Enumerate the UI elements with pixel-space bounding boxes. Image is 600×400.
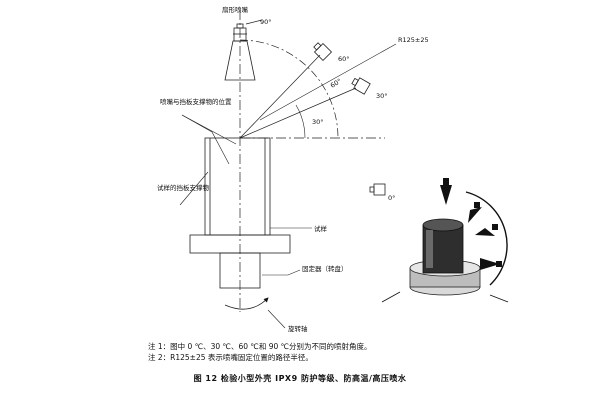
angle-60-inner-label: 60° <box>329 77 343 90</box>
rotation-arrow <box>224 297 269 310</box>
leader-lines <box>179 114 312 329</box>
specimen-support-label: 试样的挡板支撑物 <box>157 183 210 192</box>
spray-lines <box>239 54 357 139</box>
rotation-axis-label: 旋转轴 <box>288 324 308 333</box>
fan-nozzle-label: 扇形喷嘴 <box>222 5 249 14</box>
nozzle-90 <box>224 19 263 81</box>
radius-label: R125±25 <box>398 36 429 44</box>
nozzle-0 <box>369 183 386 196</box>
note-2: 注 2：R125±25 表示喷嘴固定位置的路径半径。 <box>148 353 313 362</box>
angle-90-label: 90° <box>260 18 272 26</box>
illustration-nozzles <box>440 178 502 270</box>
specimen <box>204 137 271 236</box>
nozzle-path-arc <box>239 39 339 139</box>
nozzle-30 <box>351 77 371 95</box>
figure-caption: 图 12 检验小型外壳 IPX9 防护等级、防高温/高压喷水 <box>193 374 407 383</box>
angle-0-label: 0° <box>388 194 395 202</box>
angle-30-inner-label: 30° <box>312 118 324 126</box>
nozzle-support-label: 喷嘴与挡板支撑物的位置 <box>160 97 232 106</box>
angle-60-label: 60° <box>338 55 350 63</box>
fixture-label: 固定器（转盘） <box>302 264 348 273</box>
specimen-label: 试样 <box>314 224 328 233</box>
test-setup-illustration <box>381 191 509 303</box>
radius-dimension-line <box>259 43 397 121</box>
note-1: 注 1：图中 0 ℃、30 ℃、60 ℃和 90 ℃分别为不同的喷射角度。 <box>148 342 372 351</box>
fixture-turntable <box>189 234 291 289</box>
nozzle-60 <box>313 42 333 62</box>
angle-30-arc <box>295 104 306 139</box>
angle-30-label: 30° <box>376 92 388 100</box>
